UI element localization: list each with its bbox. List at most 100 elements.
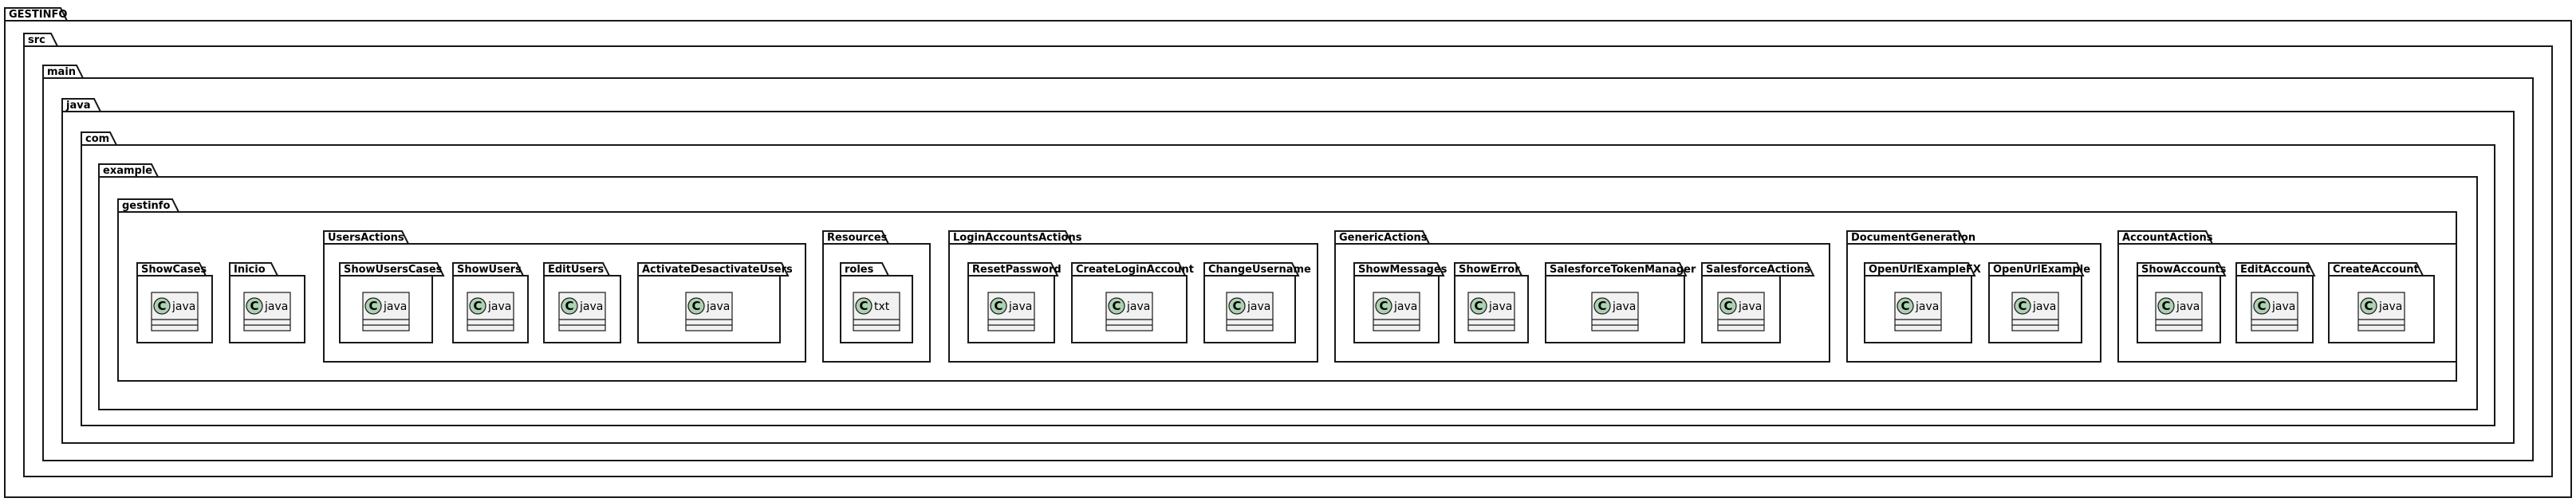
class-stereotype-icon (1108, 297, 1125, 315)
package-tab (1203, 262, 1300, 276)
package-label-salesforceactions: SalesforceActions (1706, 264, 1810, 276)
package-label-activatedesactivateusers: ActivateDesactivateUsers (642, 264, 793, 276)
class-stereotype-letter: C (1232, 299, 1241, 313)
class-stereotype-letter: C (1723, 299, 1732, 313)
class-name-showerror: java (1488, 300, 1512, 313)
package-tab (1864, 262, 1976, 276)
package-label-createaccount: CreateAccount (2333, 264, 2419, 276)
class-stereotype-icon (2014, 297, 2031, 315)
package-label-documentgeneration: DocumentGeneration (1851, 232, 1975, 244)
package-tab (1988, 262, 2085, 276)
class-stereotype-icon (855, 297, 872, 315)
package-label-roles: roles (845, 264, 874, 276)
class-stereotype-icon (469, 297, 486, 315)
class-stereotype-letter: C (994, 299, 1002, 313)
package-tab (2137, 262, 2227, 276)
class-name-activatedesactivateusers: java (706, 300, 730, 313)
class-stereotype-icon (246, 297, 263, 315)
class-name-editaccount: java (2271, 300, 2295, 313)
class-stereotype-letter: C (859, 299, 868, 313)
package-label-showcases: ShowCases (141, 264, 207, 276)
class-name-showmessages: java (1393, 300, 1417, 313)
class-stereotype-letter: C (1900, 299, 1909, 313)
class-name-showcases: java (171, 300, 195, 313)
class-stereotype-icon (1228, 297, 1246, 315)
package-label-showusers: ShowUsers (457, 264, 522, 276)
class-stereotype-letter: C (565, 299, 573, 313)
package-label-openurlexamplefx: OpenUrlExampleFX (1869, 264, 1981, 276)
class-name-createloginaccount: java (1126, 300, 1150, 313)
package-label-showmessages: ShowMessages (1358, 264, 1448, 276)
class-stereotype-icon (990, 297, 1007, 315)
package-tab (339, 262, 445, 276)
class-stereotype-letter: C (1379, 299, 1388, 313)
package-showaccounts: ShowAccounts (2137, 262, 2227, 343)
package-label-resetpassword: ResetPassword (972, 264, 1062, 276)
package-showusers: ShowUsers (452, 262, 529, 343)
packages-layer: GESTINFOsrcmainjavacomexamplegestinfoSho… (4, 7, 2572, 498)
package-tab (1701, 262, 1815, 276)
class-stereotype-icon (1719, 297, 1737, 315)
class-stereotype-letter: C (157, 299, 166, 313)
class-name-showusers: java (487, 300, 511, 313)
class-stereotype-icon (1593, 297, 1611, 315)
package-label-usersactions: UsersActions (328, 232, 404, 244)
class-name-inicio: java (264, 300, 288, 313)
package-label-inicio: Inicio (234, 264, 266, 276)
class-stereotype-icon (1375, 297, 1392, 315)
package-label-showaccounts: ShowAccounts (2141, 264, 2227, 276)
class-stereotype-letter: C (1112, 299, 1121, 313)
package-label-showerror: ShowError (1459, 264, 1520, 276)
package-label-loginaccountsactions: LoginAccountsActions (953, 232, 1082, 244)
package-label-src: src (28, 34, 45, 46)
class-stereotype-icon (2157, 297, 2175, 315)
package-tab (1545, 262, 1688, 276)
package-label-gestinfo_root: GESTINFO (9, 9, 67, 21)
class-name-salesforcetokenmanager: java (1612, 300, 1636, 313)
class-stereotype-icon (1470, 297, 1487, 315)
package-label-changeusername: ChangeUsername (1208, 264, 1311, 276)
package-label-createloginaccount: CreateLoginAccount (1076, 264, 1194, 276)
package-label-resources: Resources (827, 232, 888, 244)
class-stereotype-letter: C (1474, 299, 1483, 313)
package-inicio: Inicio (229, 262, 305, 343)
class-stereotype-letter: C (2257, 299, 2266, 313)
package-label-openurlexample: OpenUrlExample (1993, 264, 2090, 276)
package-label-java: java (65, 100, 90, 112)
class-stereotype-icon (364, 297, 382, 315)
package-label-gestinfo: gestinfo (122, 200, 170, 212)
package-activatedesactivateusers: ActivateDesactivateUsers (637, 262, 793, 343)
package-tab (1353, 262, 1445, 276)
class-name-showaccounts: java (2176, 300, 2200, 313)
class-stereotype-letter: C (2018, 299, 2027, 313)
class-stereotype-icon (1897, 297, 1914, 315)
class-stereotype-icon (2360, 297, 2377, 315)
class-name-salesforceactions: java (1738, 300, 1762, 313)
class-name-roles: txt (874, 300, 890, 313)
class-stereotype-letter: C (691, 299, 700, 313)
class-stereotype-letter: C (250, 299, 258, 313)
package-tab (2235, 262, 2316, 276)
class-name-showuserscases: java (383, 300, 407, 313)
class-stereotype-icon (687, 297, 705, 315)
